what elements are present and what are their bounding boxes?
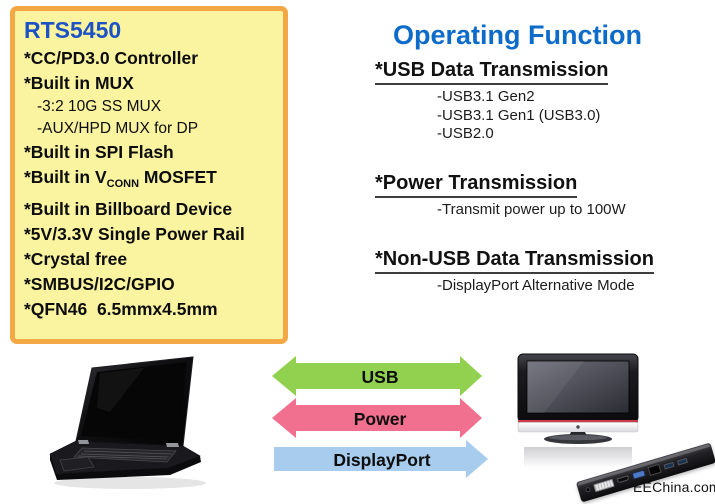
displayport-arrow-label: DisplayPort [333,450,430,470]
usb2-item: -USB2.0 [437,125,494,142]
power-arrow [272,398,482,438]
operating-function-title: Operating Function [393,20,642,50]
power-100w-item: -Transmit power up to 100W [437,200,626,218]
usb-arrow-label: USB [362,367,399,387]
vconn-subscript: CONN [106,178,140,190]
dock-hdmi-port [616,475,630,484]
feature-subitem-aux-hpd: -AUX/HPD MUX for DP [37,120,199,137]
power-heading: *Power Transmission [375,171,578,198]
feature-item-package: *QFN46 6.5mmx4.5mm [24,299,218,319]
dock-usb-port-1 [663,461,675,470]
dock-power-port [584,486,592,493]
usb-data-heading: *USB Data Transmission [375,58,609,85]
section-power: *Power Transmission -Transmit power up t… [372,171,712,220]
dp-alt-mode-item: -DisplayPort Alternative Mode [437,277,635,294]
monitor-image [517,353,639,468]
dock-dvi-port [593,478,615,492]
connection-arrows: USB Power DisplayPort [272,356,488,478]
feature-item-smbus: *SMBUS/I2C/GPIO [24,274,175,294]
feature-box: RTS5450 *CC/PD3.0 Controller *Built in M… [10,6,288,344]
feature-item-power-rail: *5V/3.3V Single Power Rail [24,224,245,244]
usb-arrow [272,356,482,396]
feature-item-mux: *Built in MUX [24,73,134,93]
power-arrow-label: Power [354,409,407,429]
watermark-text: EEChina.com [633,479,715,495]
vconn-post: MOSFET [139,167,217,187]
feature-item-crystal-free: *Crystal free [24,249,128,269]
section-usb-data: *USB Data Transmission -USB3.1 Gen2 -USB… [372,58,712,144]
vconn-pre: *Built in V [24,167,107,187]
non-usb-heading: *Non-USB Data Transmission [375,247,654,274]
feature-item-vconn: *Built in VCONN MOSFET [24,165,277,197]
laptop-image [49,356,206,489]
feature-item-billboard: *Built in Billboard Device [24,199,233,219]
usb-gen2-item: -USB3.1 Gen2 [437,88,535,105]
feature-item-cc-pd: *CC/PD3.0 Controller [24,48,199,68]
displayport-arrow [274,440,488,478]
feature-item-spi-flash: *Built in SPI Flash [24,142,174,162]
section-non-usb: *Non-USB Data Transmission -DisplayPort … [372,247,712,296]
dock-ethernet-port [647,463,662,476]
dock-usb-port-2 [676,457,688,466]
operating-function-panel: Operating Function *USB Data Transmissio… [372,18,712,296]
usb-gen1-item: -USB3.1 Gen1 (USB3.0) [437,106,601,124]
feature-subitem-ss-mux: -3:2 10G SS MUX [37,98,162,115]
chip-name: RTS5450 [24,17,122,43]
